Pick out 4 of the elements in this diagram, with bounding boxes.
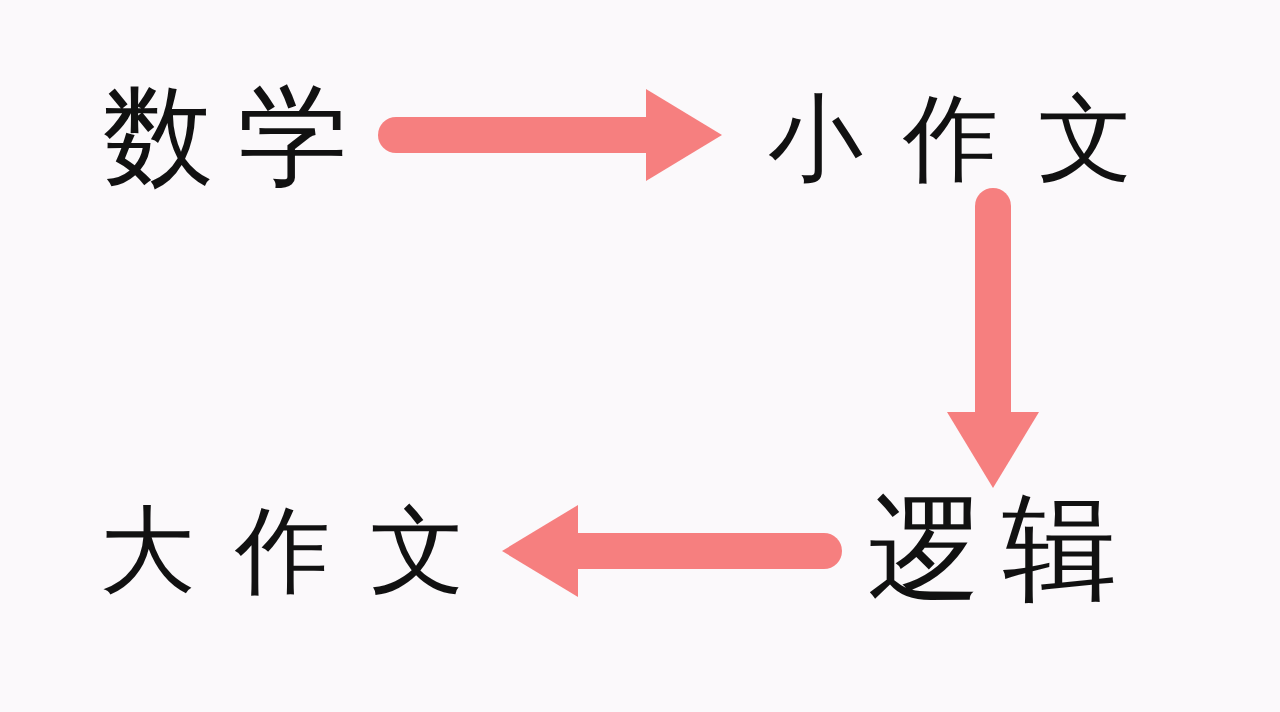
concept-label: 大作文: [62, 498, 502, 602]
concept-label: 逻辑: [842, 488, 1142, 608]
concept-label: 小作文: [722, 88, 1178, 188]
concept-label: 数学: [72, 80, 378, 192]
